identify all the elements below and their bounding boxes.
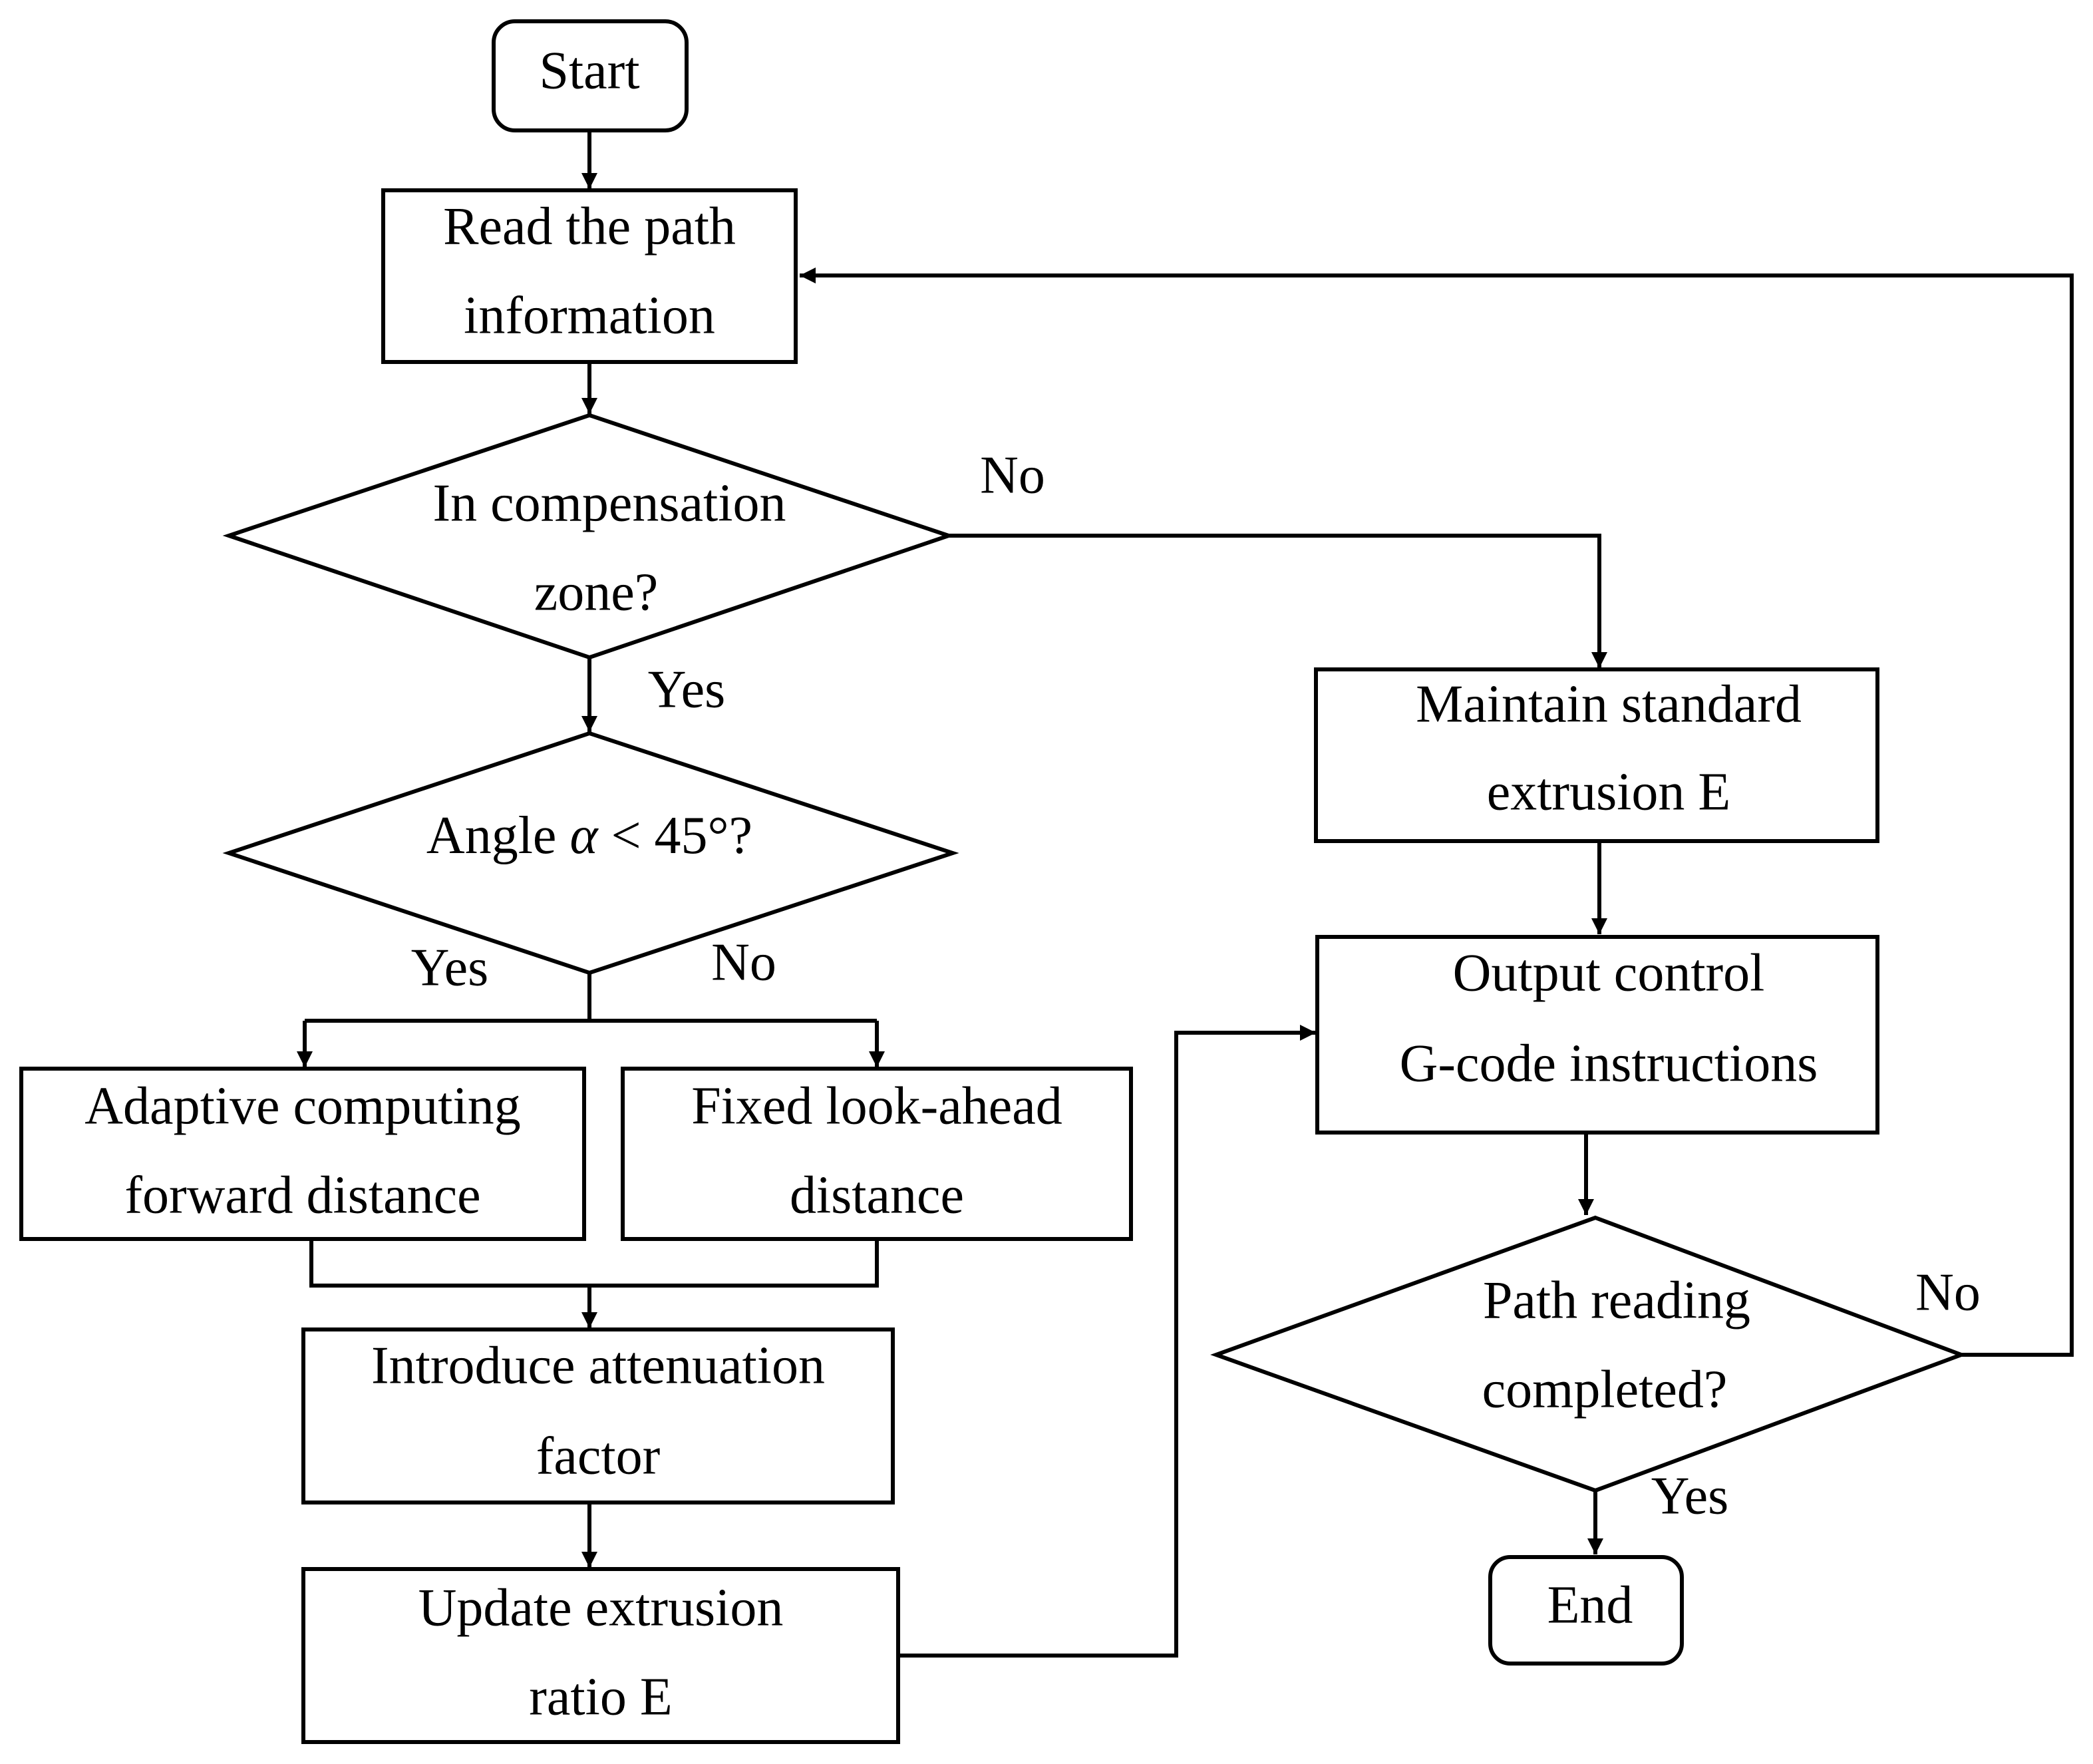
path-done-label-line1: Path reading (1483, 1271, 1750, 1329)
output-label-line2: G-code instructions (1400, 1034, 1818, 1093)
fixed-label-line2: distance (790, 1166, 964, 1224)
maintain-label-line1: Maintain standard (1416, 675, 1802, 733)
update-process: Update extrusion ratio E (301, 1567, 900, 1744)
connector-adaptive-merge (309, 1239, 879, 1288)
update-label-line1: Update extrusion (418, 1578, 784, 1637)
done-no-label: No (1915, 1263, 1981, 1322)
compensation-yes-label: Yes (648, 660, 725, 719)
alpha-symbol: α (569, 806, 599, 865)
angle-yes-label: Yes (411, 938, 488, 997)
maintain-label-line2: extrusion E (1487, 763, 1731, 821)
path-done-decision: Path reading completed? (1210, 1215, 1967, 1493)
arrow-update-to-output (898, 1025, 1316, 1658)
fixed-label-line1: Fixed look-ahead (691, 1077, 1062, 1135)
end-label: End (1547, 1576, 1633, 1634)
angle-label: Angle α < 45°? (426, 806, 752, 865)
adaptive-label-line1: Adaptive computing (84, 1077, 520, 1135)
output-label-line1: Output control (1453, 944, 1765, 1002)
attenuation-label-line1: Introduce attenuation (371, 1336, 825, 1395)
angle-label-prefix: Angle (426, 806, 570, 865)
end-terminal: End (1488, 1555, 1684, 1666)
path-done-label-line2: completed? (1482, 1360, 1728, 1419)
angle-no-label: No (711, 933, 776, 991)
compensation-label-line2: zone? (534, 563, 659, 621)
maintain-process: Maintain standard extrusion E (1314, 667, 1879, 843)
read-path-label-line1: Read the path (443, 197, 736, 256)
update-label-line2: ratio E (529, 1668, 672, 1726)
done-yes-label: Yes (1651, 1467, 1728, 1525)
attenuation-process: Introduce attenuation factor (301, 1327, 895, 1504)
compensation-label-line1: In compensation (433, 474, 786, 532)
read-path-label-line2: information (464, 286, 715, 345)
edge-labels: No Yes Yes No No Yes (411, 446, 1981, 1525)
angle-decision: Angle α < 45°? (222, 731, 959, 975)
adaptive-process: Adaptive computing forward distance (19, 1067, 586, 1241)
fixed-process: Fixed look-ahead distance (621, 1067, 1133, 1241)
compensation-decision: In compensation zone? (222, 413, 955, 660)
arrow-path-done-no-to-read (800, 267, 2074, 1357)
read-path-process: Read the path information (381, 188, 798, 364)
output-process: Output control G-code instructions (1315, 935, 1879, 1135)
arrow-compensation-no-to-maintain (949, 534, 1607, 668)
start-label: Start (539, 41, 639, 100)
connectors (297, 130, 2074, 1658)
angle-label-suffix: < 45°? (597, 806, 752, 865)
compensation-no-label: No (980, 446, 1045, 504)
start-terminal: Start (492, 19, 689, 132)
attenuation-label-line2: factor (536, 1427, 661, 1485)
adaptive-label-line2: forward distance (124, 1166, 480, 1224)
